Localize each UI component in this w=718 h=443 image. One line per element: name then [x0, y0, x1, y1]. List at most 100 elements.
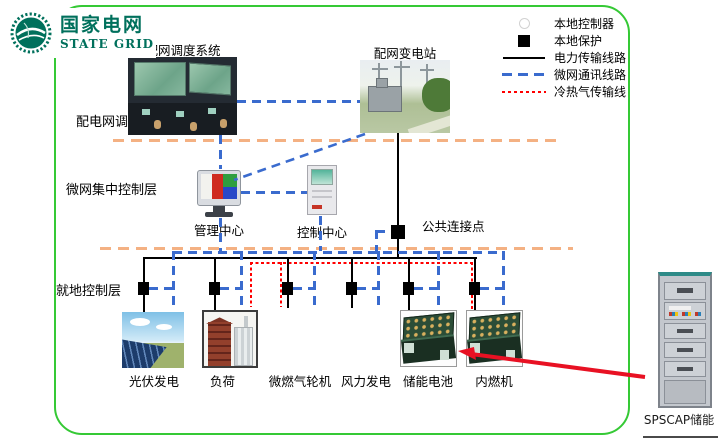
- legend-label: 本地保护: [554, 34, 603, 48]
- dispatch-substation-comm-line: [237, 100, 360, 103]
- cabinet-drawer: [664, 342, 706, 358]
- pv-protection-square: [138, 282, 149, 295]
- wind-comm-line: [377, 251, 380, 308]
- cloud: [156, 324, 172, 330]
- screen-block: [211, 174, 224, 199]
- storage-battery-photo: [400, 310, 457, 367]
- control-room-desk: [128, 103, 237, 135]
- legend-label: 电力传输线路: [554, 51, 627, 65]
- control-room-chair: [154, 120, 161, 129]
- dispatch-to-management-comm-line: [219, 135, 222, 169]
- control-to-bus-comm-line: [319, 216, 322, 251]
- wind-protection-square: [346, 282, 357, 295]
- storage-comm-line: [437, 251, 440, 310]
- battery-label-patch: [404, 342, 415, 353]
- engine-protection-square: [469, 282, 480, 295]
- highrise-building: [234, 327, 253, 366]
- control-center-photo: [307, 165, 337, 215]
- dispatch-system-photo: [128, 57, 237, 135]
- monitor-screen: [201, 174, 237, 199]
- gas-line-h: [250, 262, 473, 264]
- turbine-comm-tap: [293, 287, 313, 290]
- device-label-storage: 储能电池: [402, 374, 453, 389]
- transformer-bushing: [376, 78, 388, 88]
- engine-comm-tap: [480, 287, 502, 290]
- engine-photo: [466, 310, 523, 367]
- device-label-engine: 内燃机: [475, 374, 513, 389]
- cabinet-unit: [664, 282, 706, 300]
- control-room-monitor: [208, 108, 216, 114]
- screen-block: [223, 174, 237, 199]
- control-room-monitor: [176, 111, 184, 117]
- state-grid-emblem-icon: [10, 12, 52, 54]
- logo-title: 国家电网: [60, 14, 145, 36]
- device-label-turbine: 微燃气轮机: [268, 374, 332, 389]
- substation-path: [407, 113, 450, 133]
- chimney: [244, 316, 248, 329]
- legend-row: 本地保护: [500, 32, 626, 49]
- monitor-base: [205, 212, 233, 217]
- transmission-tower: [426, 64, 428, 88]
- battery-label-patch: [505, 349, 516, 360]
- tower-crossarm: [420, 69, 434, 71]
- management-center-photo: [197, 170, 241, 206]
- spscap-underline: [643, 436, 718, 438]
- control-room-chair: [220, 119, 227, 128]
- state-grid-logo: 国家电网 STATE GRID: [10, 8, 156, 58]
- monitor-stand: [213, 206, 225, 212]
- layer-separator-line-1: [113, 139, 563, 142]
- comm-bus-line: [173, 251, 505, 254]
- layer-separator-line-2: [100, 247, 573, 250]
- legend-row: 微网通讯线路: [500, 66, 626, 83]
- device-label-wind: 风力发电: [340, 374, 391, 389]
- dispatch-system-label: 配网调度系统: [145, 43, 221, 58]
- transformer-equipment: [368, 86, 402, 112]
- screen-block: [201, 174, 212, 199]
- management-to-bus-comm-line: [219, 218, 222, 251]
- control-room-monitor: [142, 109, 150, 115]
- pv-photo: [122, 312, 184, 368]
- load-photo: [202, 310, 258, 368]
- load-comm-line: [240, 251, 243, 310]
- substation-label: 配网变电站: [373, 46, 437, 61]
- local-protection-icon: [500, 34, 548, 47]
- legend-label: 冷热气传输线: [554, 85, 627, 99]
- cabinet-red-badge: [312, 205, 322, 209]
- cabinet-blank-panel: [664, 380, 706, 404]
- brick-building: [208, 321, 232, 366]
- power-line-icon: [500, 56, 548, 59]
- load-comm-tap: [220, 287, 240, 290]
- cabinet-drawer: [664, 323, 706, 339]
- cabinet-slot: [312, 196, 332, 198]
- local-controller-icon: [500, 18, 548, 29]
- spscap-cabinet-photo: [658, 272, 712, 408]
- battery-label-patch: [439, 349, 450, 360]
- pcc-protection-square: [391, 225, 405, 239]
- trees: [422, 78, 450, 112]
- turbine-protection-square: [282, 282, 293, 295]
- storage-comm-tap: [414, 287, 437, 290]
- management-center-label: 管理中心: [192, 220, 246, 239]
- diagram-frame: [54, 5, 630, 435]
- legend-row: 冷热气传输线: [500, 83, 626, 100]
- substation-feeder-line: [397, 133, 399, 258]
- device-label-pv: 光伏发电: [128, 374, 179, 389]
- battery-label-patch: [470, 342, 481, 353]
- cabinet-screen: [311, 169, 333, 185]
- state-grid-wordmark: 国家电网 STATE GRID: [60, 14, 155, 51]
- substation-photo: [360, 60, 450, 133]
- cloud: [130, 318, 150, 326]
- load-protection-square: [209, 282, 220, 295]
- engine-comm-line: [502, 251, 505, 310]
- tower-crossarm: [394, 66, 410, 68]
- control-room-screen: [134, 62, 186, 96]
- pv-comm-line: [172, 251, 175, 311]
- legend-row: 电力传输线路: [500, 49, 626, 66]
- pcc-comm-link-v: [375, 230, 378, 252]
- cabinet-slot: [312, 190, 332, 192]
- logo-subtitle: STATE GRID: [60, 37, 155, 51]
- comm-line-icon: [500, 73, 548, 76]
- gas-line-v1: [250, 262, 252, 307]
- spscap-label: SPSCAP储能: [643, 413, 715, 427]
